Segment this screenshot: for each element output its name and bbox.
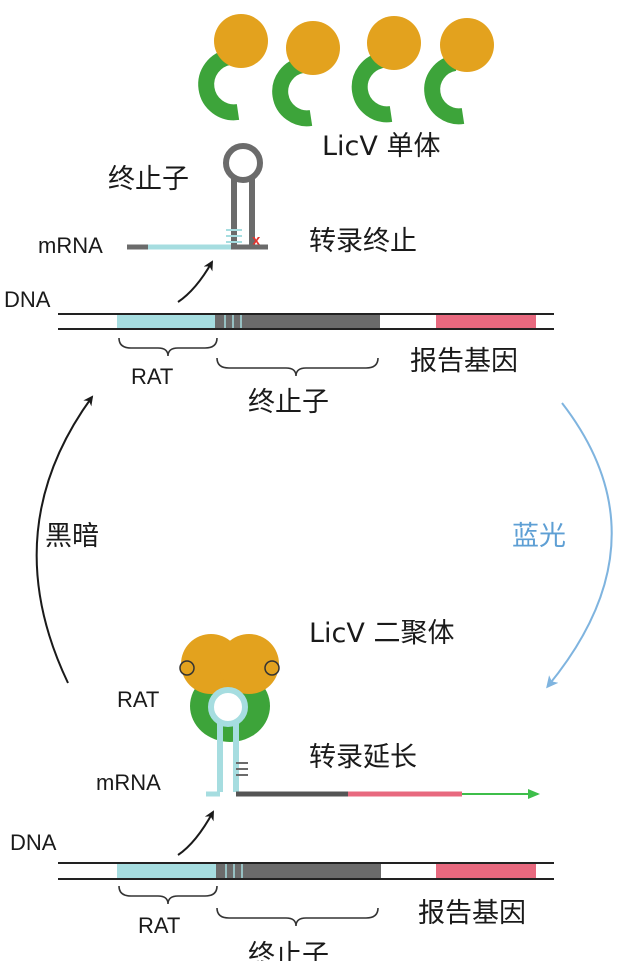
- licv-monomer: [272, 21, 340, 127]
- bottom-reporter-segment: [436, 864, 536, 878]
- dimer-label: LicV 二聚体: [309, 618, 454, 649]
- top-reporter-segment: [436, 315, 536, 328]
- monomer-label: LicV 单体: [322, 131, 440, 162]
- licv-monomer: [198, 14, 268, 121]
- top-rat-brace: [118, 337, 218, 357]
- top-rat-label: RAT: [131, 364, 173, 389]
- top-terminator-segment: [215, 315, 380, 328]
- bottom-rat-label: RAT: [117, 687, 159, 712]
- termination-label: 转录终止: [309, 226, 417, 257]
- bottom-terminator-segment: [216, 864, 381, 878]
- chromophore-icon: [179, 660, 195, 676]
- blue-light-label: 蓝光: [512, 521, 566, 552]
- bottom-reporter-label: 报告基因: [418, 898, 526, 929]
- transcription-arrow-bottom: [177, 810, 214, 856]
- bottom-rat-brace: [118, 885, 218, 905]
- bottom-terminator-region-label: 终止子: [248, 940, 329, 961]
- top-terminator-region-label: 终止子: [248, 387, 329, 418]
- bottom-mrna-label: mRNA: [96, 770, 161, 795]
- chromophore-icon: [264, 660, 280, 676]
- top-dna-label: DNA: [4, 287, 51, 312]
- blue-light-arrow: [546, 402, 613, 689]
- licv-monomer-group: [198, 14, 494, 127]
- top-mrna-label: mRNA: [38, 233, 103, 258]
- stop-mark-icon: x: [252, 232, 261, 249]
- transcription-arrow-top: [177, 260, 213, 303]
- bottom-dna-strand: [58, 862, 554, 880]
- licv-monomer: [351, 16, 421, 123]
- dark-arrow: [35, 395, 94, 684]
- bottom-terminator-brace: [216, 907, 379, 927]
- top-reporter-label: 报告基因: [410, 346, 518, 377]
- rat-hairpin: [208, 687, 248, 792]
- bottom-rat-region-label: RAT: [138, 913, 180, 938]
- dark-label: 黑暗: [45, 521, 99, 552]
- terminator-label: 终止子: [108, 164, 189, 195]
- top-dna-strand: [58, 313, 554, 330]
- bottom-rat-segment: [117, 864, 216, 878]
- bottom-dna-label: DNA: [10, 830, 57, 855]
- top-terminator-brace: [216, 357, 379, 377]
- licv-monomer: [424, 18, 494, 125]
- elongation-label: 转录延长: [309, 742, 417, 773]
- top-rat-segment: [117, 315, 215, 328]
- terminator-hairpin: x: [223, 143, 263, 249]
